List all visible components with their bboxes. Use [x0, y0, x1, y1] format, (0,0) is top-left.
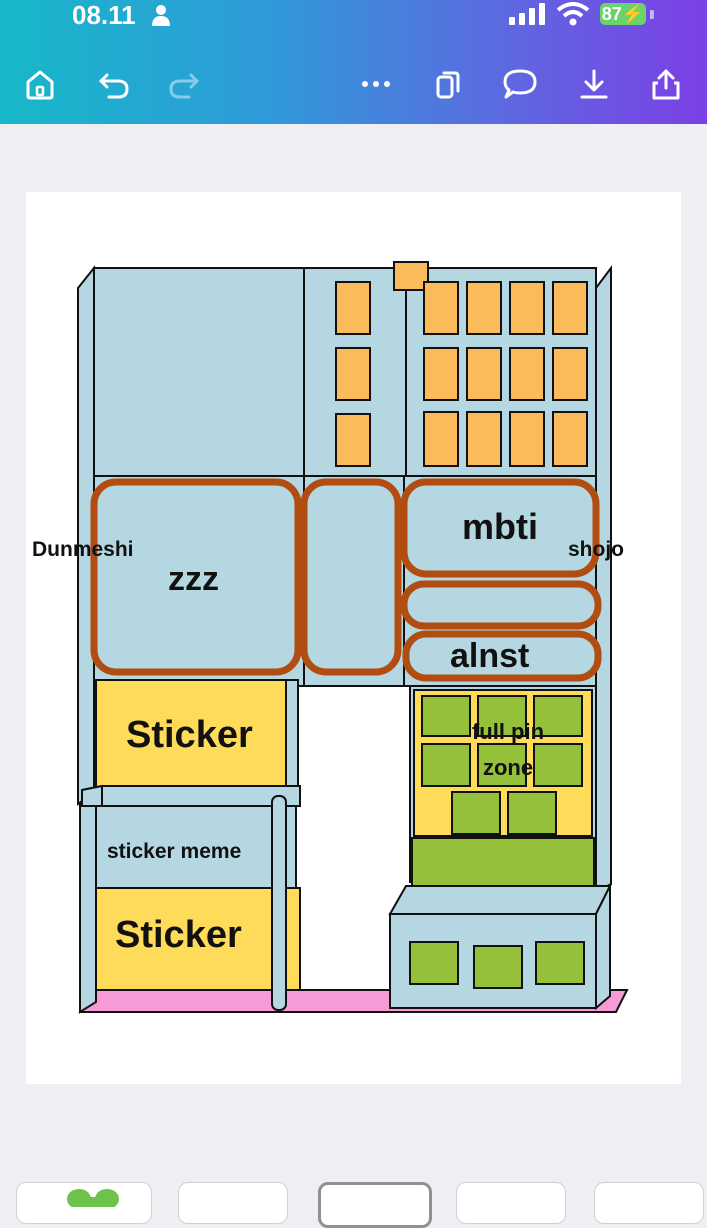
page-thumbnail[interactable]: [178, 1182, 288, 1224]
pin-green-bar: [411, 837, 595, 887]
sticker-shelf-top: [81, 785, 301, 807]
pin-green: [477, 695, 527, 737]
sticker-panel-top: [95, 679, 297, 791]
cabinet-green: [409, 941, 459, 985]
download-button[interactable]: [572, 62, 616, 106]
comment-button[interactable]: [498, 62, 542, 106]
sticker-panel-top-side: [285, 679, 299, 791]
orange-box: [335, 281, 371, 335]
download-icon: [580, 69, 608, 99]
more-options-button[interactable]: [354, 62, 398, 106]
orange-box: [335, 347, 371, 401]
cabinet-green: [473, 945, 523, 989]
orange-box: [552, 411, 588, 467]
orange-box: [509, 411, 545, 467]
shelf-top-left: [93, 267, 305, 477]
pages-icon: [436, 71, 460, 99]
left-side-panel-lower: [79, 790, 97, 1014]
frame-middle: [300, 478, 402, 676]
right-side-panel: [595, 265, 612, 894]
page-thumbnails: [0, 1170, 707, 1228]
design-canvas[interactable]: Dunmeshi shojo zzz mbti alnst full pin z…: [26, 192, 681, 1084]
frame-slim: [400, 580, 602, 630]
person-icon: [152, 5, 170, 26]
pages-button[interactable]: [426, 62, 470, 106]
orange-box: [466, 411, 502, 467]
orange-box: [552, 347, 588, 401]
share-button[interactable]: [644, 62, 688, 106]
label-sticker-meme: sticker meme: [107, 840, 242, 863]
comment-icon: [503, 69, 537, 99]
frame-zzz: [90, 478, 302, 676]
sticker-shelf-lip: [81, 784, 103, 807]
orange-box: [423, 281, 459, 335]
orange-box: [423, 411, 459, 467]
pin-green: [533, 743, 583, 787]
frame-alnst: [402, 630, 602, 682]
home-icon: [26, 70, 54, 100]
orange-box: [335, 413, 371, 467]
shelf-drawing[interactable]: [26, 192, 681, 1084]
cabinet-green: [535, 941, 585, 985]
label-zzz: zzz: [168, 560, 219, 598]
label-dunmeshi: Dunmeshi: [32, 538, 134, 561]
orange-top-box: [393, 261, 429, 291]
orange-box: [552, 281, 588, 335]
share-icon: [652, 69, 680, 100]
sticker-panel-bottom: [95, 887, 301, 991]
sticker-pole: [271, 795, 287, 1011]
more-icon: [362, 81, 390, 87]
label-shojo: shojo: [568, 538, 624, 561]
frog-icon: [67, 1189, 119, 1207]
undo-icon: [99, 73, 129, 99]
label-alnst: alnst: [450, 637, 530, 675]
wifi-icon: [556, 2, 590, 26]
orange-box: [423, 347, 459, 401]
status-time: 08.11: [72, 0, 136, 30]
orange-box: [466, 281, 502, 335]
battery-level: 87: [601, 4, 622, 24]
label-mbti: mbti: [462, 506, 538, 547]
battery-tip: [650, 10, 654, 19]
frame-mbti: [400, 478, 600, 578]
page-thumbnail[interactable]: [594, 1182, 704, 1224]
orange-box: [509, 281, 545, 335]
signal-icon: [509, 3, 545, 25]
pin-green: [477, 743, 527, 787]
page-thumbnail-selected[interactable]: [318, 1182, 432, 1228]
redo-icon: [169, 73, 199, 99]
battery-icon: 87⚡: [600, 3, 646, 25]
pin-green: [451, 791, 501, 835]
pin-green: [533, 695, 583, 737]
label-sticker-top: Sticker: [126, 714, 253, 756]
undo-button[interactable]: [92, 62, 136, 106]
orange-box: [509, 347, 545, 401]
cabinet-top: [388, 885, 612, 915]
app-top-bar: 08.11 87⚡: [0, 0, 707, 124]
home-button[interactable]: [18, 62, 62, 106]
label-full-pin-zone: full pin zone: [471, 719, 545, 780]
pin-green: [421, 743, 471, 787]
pin-green: [507, 791, 557, 835]
pin-green: [421, 695, 471, 737]
page-thumbnail[interactable]: [16, 1182, 152, 1224]
redo-button[interactable]: [162, 62, 206, 106]
label-sticker-bottom: Sticker: [115, 914, 242, 956]
orange-box: [466, 347, 502, 401]
page-thumbnail[interactable]: [456, 1182, 566, 1224]
